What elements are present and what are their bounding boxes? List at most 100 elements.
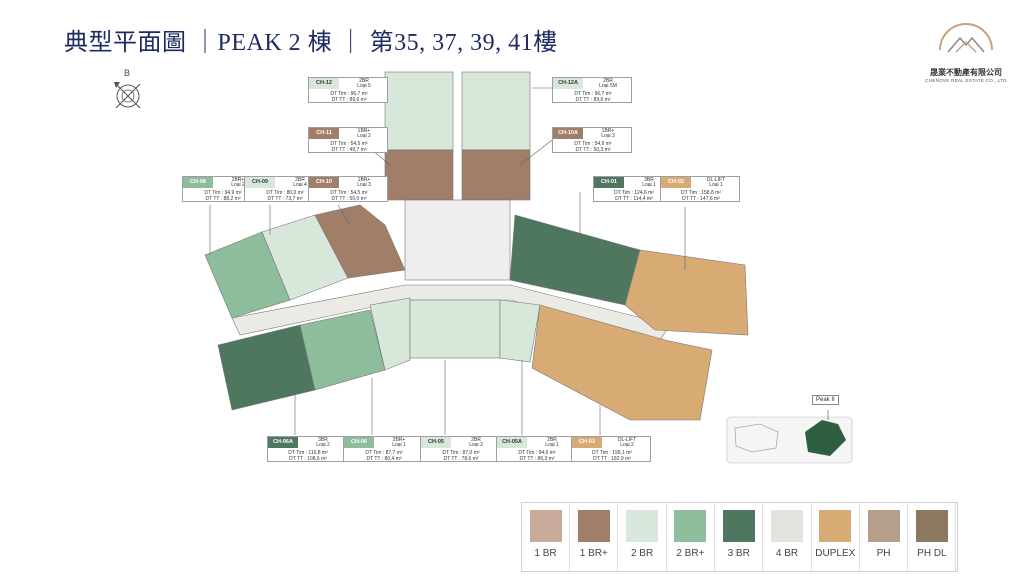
- legend-swatch: [867, 510, 900, 542]
- legend-item: 1 BR+: [570, 503, 619, 571]
- unit-area-tim: DT Tim : 94,6 m²: [518, 450, 556, 456]
- unit-code: CH-05: [421, 437, 451, 448]
- legend-swatch: [529, 510, 562, 542]
- legend-label: 2 BR+: [676, 548, 705, 559]
- unit-code: CH-03: [572, 437, 602, 448]
- legend-label: 4 BR: [775, 548, 799, 559]
- unit-area-tim: DT Tim : 158,8 m²: [681, 190, 721, 196]
- legend: 1 BR 1 BR+ 2 BR 2 BR+ 3 BR 4 BR DUPLEX PH PH DL: [521, 502, 958, 572]
- key-plan-peak-1: [734, 423, 779, 453]
- compass: B: [106, 68, 150, 112]
- legend-swatch: [722, 510, 755, 542]
- legend-item: 1 BR: [522, 503, 570, 571]
- legend-label: 1 BR+: [579, 548, 608, 559]
- unit-code: CH-12: [309, 78, 339, 89]
- unit-area-tim: DT Tim : 80,0 m²: [266, 190, 304, 196]
- unit-area-tt: DT TT : 86,3 m²: [519, 456, 555, 462]
- legend-item: PH: [860, 503, 909, 571]
- unit-area-tim: DT Tim : 94,9 m²: [204, 190, 242, 196]
- unit-area-tt: DT TT : 50,3 m²: [575, 147, 611, 153]
- unit-ch-10a: [461, 149, 531, 201]
- unit-area-tim: DT Tim : 54,9 m²: [574, 141, 612, 147]
- unit-area-tt: DT TT : 73,7 m²: [267, 196, 303, 202]
- legend-item: 2 BR: [619, 503, 667, 571]
- legend-swatch: [626, 510, 659, 542]
- key-plan-peak-2: [805, 420, 846, 456]
- unit-area-tim: DT Tim : 199,1 m²: [592, 450, 632, 456]
- compass-label: B: [124, 68, 131, 78]
- unit-area-tim: DT Tim : 96,7 m²: [330, 91, 368, 97]
- legend-swatch: [819, 510, 852, 542]
- unit-ch-02: [624, 249, 749, 336]
- unit-area-tt: DT TT : 78,6 m²: [443, 456, 479, 462]
- unit-type: 2BR+Loại 1: [392, 437, 406, 448]
- unit-code: CH-10: [309, 177, 339, 188]
- unit-type: 1BR+Loại 3: [601, 128, 615, 139]
- legend-label: PH DL: [917, 548, 947, 559]
- unit-ch-03: [531, 304, 713, 421]
- compass-rose-icon: [114, 82, 141, 109]
- unit-ch-05a: [499, 299, 541, 363]
- unit-ch-10: [314, 204, 406, 279]
- unit-area-tt: DT TT : 50,0 m²: [331, 196, 367, 202]
- legend-swatch: [771, 510, 803, 542]
- unit-ch-06a: [217, 324, 316, 411]
- legend-item: 2 BR+: [667, 503, 715, 571]
- unit-code: CH-08: [183, 177, 213, 188]
- unit-area-tt: DT TT : 114,4 m²: [615, 196, 653, 202]
- unit-ch-06b: [369, 297, 411, 371]
- unit-code: CH-05A: [497, 437, 527, 448]
- unit-code: CH-09: [245, 177, 275, 188]
- core: [404, 199, 511, 281]
- unit-area-tim: DT Tim : 54,5 m²: [330, 190, 368, 196]
- unit-code: CH-06: [344, 437, 374, 448]
- unit-type: 2BR+Loại 2: [231, 177, 245, 188]
- legend-item: 3 BR: [715, 503, 764, 571]
- unit-ch-12: [384, 71, 454, 151]
- unit-code: CH-10A: [553, 128, 583, 139]
- unit-area-tim: DT Tim : 116,8 m²: [288, 450, 328, 456]
- unit-area-tt: DT TT : 49,7 m²: [331, 147, 367, 153]
- unit-area-tt: DT TT : 147,6 m²: [682, 196, 720, 202]
- unit-area-tt: DT TT : 80,4 m²: [366, 456, 402, 462]
- unit-ch-05: [409, 299, 501, 359]
- unit-area-tim: DT Tim : 124,6 m²: [614, 190, 654, 196]
- unit-type: 1BR+Loại 2: [357, 128, 371, 139]
- legend-label: DUPLEX: [815, 548, 856, 559]
- legend-swatch: [674, 510, 707, 542]
- unit-area-tt: DT TT : 88,2 m²: [205, 196, 241, 202]
- unit-code: CH-02: [661, 177, 691, 188]
- legend-label: 3 BR: [727, 548, 750, 559]
- unit-ch-11: [384, 149, 454, 201]
- page-title: 典型平面圖 ｜PEAK 2 棟 ｜ 第35, 37, 39, 41樓: [64, 30, 558, 56]
- logo-mark-icon: [939, 23, 993, 53]
- unit-code: CH-12A: [553, 78, 583, 89]
- legend-item: 4 BR: [764, 503, 812, 571]
- unit-area-tim: DT Tim : 87,7 m²: [365, 450, 403, 456]
- unit-ch-12a: [461, 71, 531, 151]
- unit-code: CH-06A: [268, 437, 298, 448]
- unit-area-tt: DT TT : 89,6 m²: [575, 97, 611, 103]
- unit-type: 1BR+Loại 3: [357, 177, 371, 188]
- key-plan-label: Peak II: [812, 395, 839, 405]
- legend-swatch: [915, 510, 948, 542]
